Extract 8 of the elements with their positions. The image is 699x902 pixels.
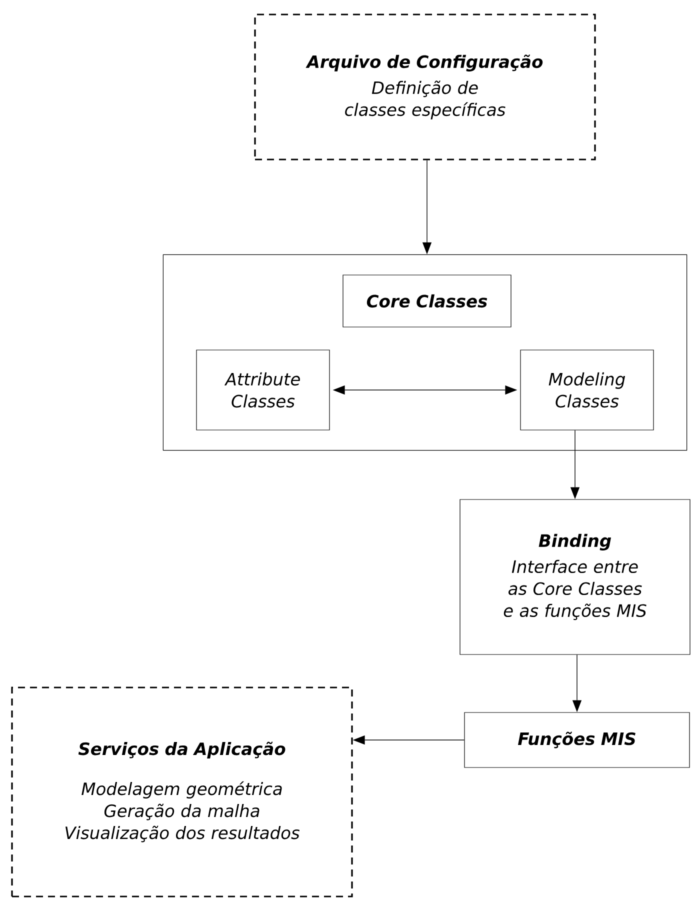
class-box: Core Classes bbox=[342, 274, 512, 328]
dashed-box: Serviços da Aplicação Modelagem geométrica Geração da malha Visualização dos resultados bbox=[11, 686, 353, 898]
container-box bbox=[162, 254, 688, 451]
class-box: Attribute Classes bbox=[196, 350, 330, 430]
process-box: Binding Interface entre as Core Classes e as funções MIS bbox=[460, 499, 690, 655]
process-box: Funções MIS bbox=[464, 712, 690, 768]
dashed-box: Arquivo de Configuração Definição de classes específicas bbox=[254, 14, 596, 160]
class-box: Modeling Classes bbox=[520, 350, 654, 430]
